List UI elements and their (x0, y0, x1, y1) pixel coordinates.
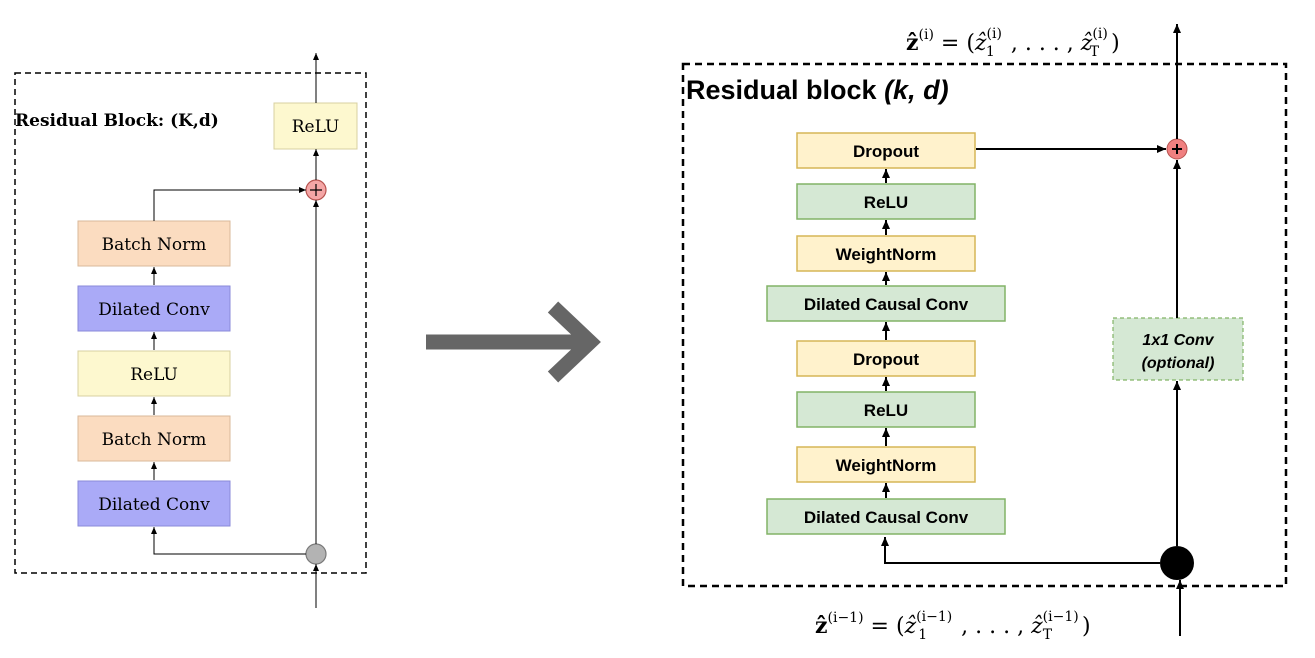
right-layer-dilated-causal-conv-label: Dilated Causal Conv (804, 295, 969, 314)
right-layer-dropout-box (796, 132, 976, 169)
left-layer-relu-label: ReLU (130, 365, 178, 385)
right-layer-dilated-causal-conv-label: Dilated Causal Conv (804, 508, 969, 527)
left-split-node (305, 543, 327, 565)
left-layer-dilated-conv-box (77, 285, 231, 332)
right-split-to-conv-line (881, 537, 1160, 564)
skip-conv-label-line2: (optional) (1142, 355, 1215, 372)
right-layer-relu-label: ReLU (864, 193, 908, 212)
left-layer-batch-norm-box (77, 415, 231, 462)
right-layer-weightnorm-box (796, 446, 976, 483)
right-layer-dropout-box (796, 340, 976, 377)
right-layer-relu-box (796, 391, 976, 428)
right-add-plus-icon (1172, 144, 1182, 154)
left-layer-batch-norm-box (77, 220, 231, 267)
right-layer-weightnorm-box (796, 235, 976, 272)
left-layer-dilated-conv-label: Dilated Conv (98, 300, 210, 320)
right-layer-dropout-label: Dropout (853, 350, 919, 369)
right-layer-relu-label: ReLU (864, 401, 908, 420)
left-layer-batch-norm-label: Batch Norm (102, 430, 207, 450)
left-block-border (14, 72, 367, 574)
right-block-border (681, 62, 1288, 588)
left-add-plus-icon (310, 184, 322, 196)
output-formula: ẑ(i) = (ẑ(i)1, . . . , ẑ(i)T) (906, 26, 1120, 60)
right-layer-dropout-label: Dropout (853, 142, 919, 161)
skip-conv-label-line1: 1x1 Conv (1142, 332, 1214, 349)
left-relu-output-label: ReLU (292, 117, 340, 137)
skip-conv-box (1112, 317, 1244, 381)
right-layer-dilated-causal-conv-box (766, 285, 1006, 322)
left-residual-block: Residual Block: (K,d) ReLU Batch NormDil… (14, 53, 367, 608)
left-block-title: Residual Block: (K,d) (15, 111, 219, 131)
transform-arrow-icon (426, 301, 601, 383)
right-layer-relu-box (796, 183, 976, 220)
left-split-to-conv-line (151, 527, 306, 555)
left-layer-relu-box (77, 350, 231, 397)
left-main-to-plus-line (153, 187, 306, 221)
right-split-node (1160, 546, 1194, 580)
right-layer-weightnorm-label: WeightNorm (836, 245, 937, 264)
right-block-title: Residual block (k, d) (686, 75, 949, 105)
input-formula: ẑ(i−1) = (ẑ(i−1)1, . . . , ẑ(i−1)T) (815, 609, 1091, 643)
left-layer-batch-norm-label: Batch Norm (102, 235, 207, 255)
right-residual-block: Residual block (k, d) DropoutReLUWeightN… (681, 24, 1288, 643)
right-layer-weightnorm-label: WeightNorm (836, 456, 937, 475)
right-layer-dilated-causal-conv-box (766, 498, 1006, 535)
left-layer-dilated-conv-label: Dilated Conv (98, 495, 210, 515)
left-layer-dilated-conv-box (77, 480, 231, 527)
